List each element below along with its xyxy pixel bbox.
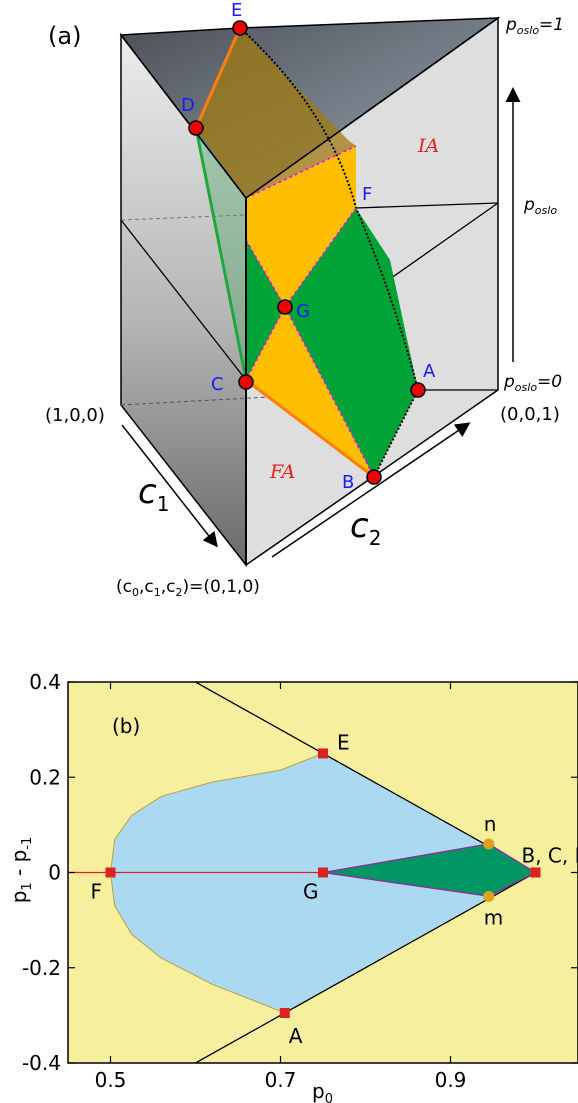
point-label-G: G: [303, 880, 319, 904]
point-D: [188, 120, 204, 136]
line-CB: [245, 378, 375, 479]
point-A: [410, 382, 426, 398]
region-label-IA: IA: [417, 135, 439, 157]
marker-E: [318, 748, 328, 759]
point-label-n: n: [484, 812, 497, 836]
label-C: C: [211, 374, 224, 395]
corner-label-right: (0,0,1): [500, 404, 560, 425]
c1-arrow: [121, 424, 218, 548]
point-markers: [188, 20, 426, 485]
plot-area: E F G An m B, C, D: [68, 682, 578, 1063]
face-line: [120, 219, 247, 381]
point-C: [238, 374, 254, 390]
p-oslo-top-label: poslo=1: [505, 15, 564, 37]
c1-axis-label: c1: [138, 472, 169, 516]
label-A: A: [423, 361, 436, 382]
face-line: [355, 202, 499, 209]
label-D: D: [181, 95, 195, 116]
boundary-lower: [195, 871, 536, 1063]
region-top-brown: [196, 28, 356, 198]
c2-arrow: [271, 422, 471, 558]
label-F: F: [362, 184, 372, 205]
x-tick-label: 0.5: [95, 1068, 127, 1092]
panel-b: E F G An m B, C, D 0.5 0.7 0.9 0.4 0.2 0 -0.2 -0.4 (…: [7, 670, 578, 1103]
axes: 0.5 0.7 0.9 0.4 0.2 0 -0.2 -0.4: [22, 670, 578, 1092]
marker-n: [483, 838, 495, 850]
line-DE: [194, 27, 242, 129]
y-axis-label: p1 - p-1: [7, 837, 35, 904]
hidden-edge: [120, 396, 271, 406]
region-green-left: [246, 240, 285, 380]
point-G: [277, 299, 293, 315]
panel-b-tag: (b): [112, 714, 140, 738]
marker-F: [105, 867, 116, 878]
region-label-FA: FA: [269, 461, 295, 483]
c2-axis-label: c2: [350, 506, 381, 550]
marker-BCD: [530, 867, 541, 878]
marker-G: [318, 867, 328, 878]
corner-label-left: (1,0,0): [45, 405, 105, 426]
point-label-A: A: [289, 1024, 303, 1048]
p-oslo-bot-label: poslo=0: [503, 372, 562, 394]
y-tick-label: 0: [48, 861, 61, 885]
point-label-m: m: [484, 905, 503, 929]
line-DC: [194, 127, 248, 381]
point-label-F: F: [91, 880, 103, 904]
y-tick-label: -0.2: [22, 956, 61, 980]
point-label-E: E: [337, 730, 350, 754]
point-E: [232, 20, 248, 36]
region-orange-upper: [246, 146, 356, 307]
prism-top-edge: [245, 17, 499, 199]
prism-top-edge: [120, 34, 247, 199]
point-label-BCD: B, C, D: [522, 844, 578, 868]
x-tick-label: 0.7: [265, 1068, 297, 1092]
label-G: G: [296, 301, 310, 322]
y-tick-label: 0.2: [29, 765, 61, 789]
region-green: [285, 208, 418, 477]
y-tick-label: -0.4: [22, 1051, 61, 1075]
label-B: B: [342, 472, 354, 493]
x-tick-label: 0.9: [435, 1068, 467, 1092]
panel-a-tag: (a): [48, 22, 81, 50]
corner-label-bottom: (c0,c1,c2)=(0,1,0): [116, 577, 260, 599]
label-E: E: [231, 0, 242, 21]
point-B: [366, 469, 382, 485]
y-tick-label: 0.4: [29, 670, 61, 694]
marker-m: [483, 890, 495, 902]
panel-a: E D F G C A B IA FA (a) (1,0,0) (0,0,1) …: [45, 0, 564, 599]
p-oslo-mid-label: poslo: [523, 195, 557, 217]
boundary-upper: [195, 682, 536, 874]
marker-A: [279, 1007, 290, 1018]
region-orange-lower: [246, 307, 374, 477]
x-axis-label: p0: [312, 1079, 333, 1103]
